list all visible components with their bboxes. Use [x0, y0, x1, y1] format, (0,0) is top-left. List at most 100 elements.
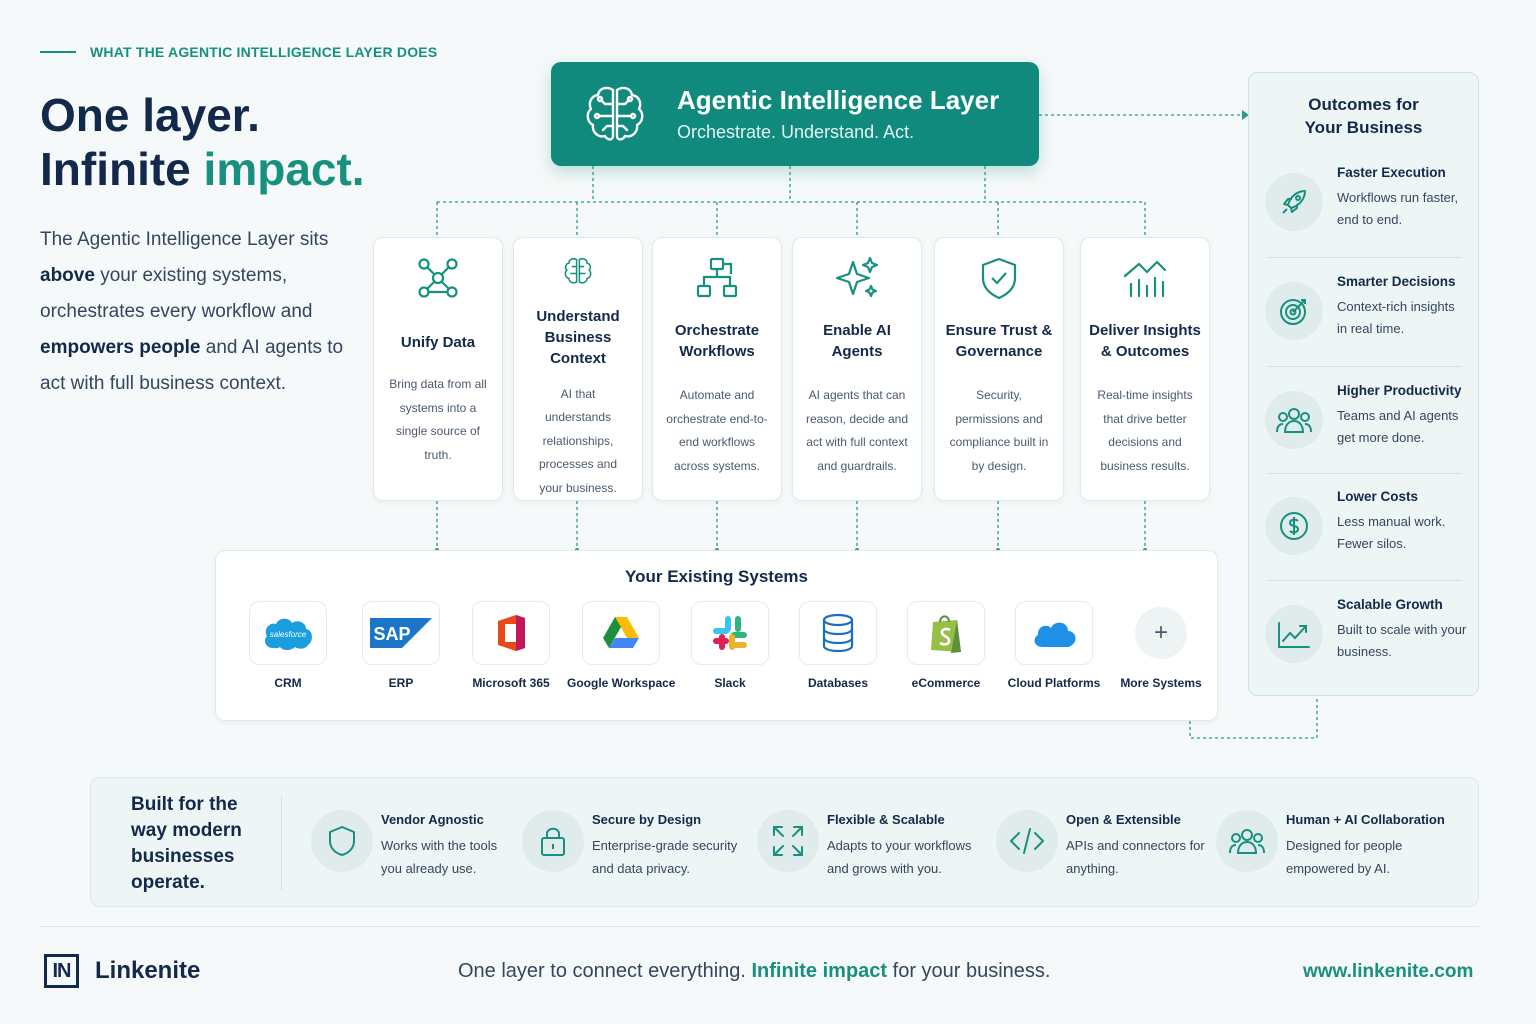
system-label: More Systems — [1120, 676, 1202, 690]
plus-icon: + — [1135, 607, 1187, 659]
capability-title: Ensure Trust & Governance — [945, 322, 1053, 360]
headline-line2: Infinite impact. — [40, 142, 365, 196]
existing-systems-panel: Your Existing Systems salesforce CRM SAP… — [215, 550, 1218, 721]
expand-icon — [773, 826, 803, 856]
feature-desc: Adapts to your workflows and grows with … — [827, 838, 972, 876]
svg-text:SAP: SAP — [373, 624, 410, 644]
feature-title: Flexible & Scalable — [827, 812, 945, 827]
band-separator — [281, 796, 282, 890]
headline-accent: impact. — [203, 143, 365, 195]
capability-card-ai-agents: Enable AI Agents AI agents that can reas… — [792, 237, 922, 501]
tagline-end: for your business. — [887, 960, 1051, 982]
system-more[interactable]: + More Systems — [1107, 601, 1215, 690]
system-label: Microsoft 365 — [472, 676, 550, 690]
capability-desc: AI agents that can reason, decide and ac… — [805, 388, 909, 473]
outcome-higher-productivity: Higher Productivity Teams and AI agents … — [1265, 383, 1465, 499]
hero-banner: Agentic Intelligence Layer Orchestrate. … — [551, 62, 1039, 166]
system-microsoft-365[interactable]: Microsoft 365 — [457, 601, 565, 690]
capability-desc: Automate and orchestrate end-to-end work… — [666, 388, 768, 473]
capability-title: Unify Data — [400, 334, 476, 351]
intro-bold-2: empowers people — [40, 337, 201, 358]
system-label: ERP — [388, 676, 414, 690]
network-nodes-icon — [418, 258, 458, 298]
headline-line2-text: Infinite — [40, 143, 204, 195]
outcome-desc: Context-rich insights in real time. — [1337, 299, 1455, 336]
outcome-title: Higher Productivity — [1337, 383, 1462, 398]
capability-title: Enable AI Agents — [823, 322, 891, 360]
brand-name: Linkenite — [95, 957, 201, 984]
crm-logo-tile: salesforce — [249, 601, 327, 665]
system-label: Google Workspace — [567, 676, 676, 690]
lock-icon — [541, 827, 565, 856]
capability-card-insights: Deliver Insights & Outcomes Real-time in… — [1080, 237, 1210, 501]
hero-subtitle: Orchestrate. Understand. Act. — [677, 122, 915, 142]
eyebrow-text: WHAT THE AGENTIC INTELLIGENCE LAYER DOES — [90, 44, 438, 60]
outcome-icon-wrap — [1265, 605, 1323, 663]
outcome-divider — [1267, 257, 1462, 258]
system-label: Databases — [807, 676, 869, 690]
capability-card-business-context: Understand Business Context AI that unde… — [513, 237, 643, 501]
website-link[interactable]: www.linkenite.com — [1303, 961, 1474, 982]
dollar-icon — [1280, 512, 1308, 540]
outcome-desc: Built to scale with your business. — [1337, 622, 1467, 659]
outcome-title: Scalable Growth — [1337, 597, 1443, 612]
capability-title: Deliver Insights & Outcomes — [1089, 322, 1201, 360]
sparkles-icon — [835, 256, 879, 298]
target-icon — [1280, 299, 1306, 325]
system-crm[interactable]: salesforce CRM — [234, 601, 342, 690]
feature-icon-wrap — [996, 810, 1058, 872]
brand[interactable]: IN Linkenite — [44, 954, 200, 988]
sap-logo-icon: SAP — [370, 618, 432, 648]
capability-desc: Bring data from all systems into a singl… — [389, 377, 487, 462]
system-google-workspace[interactable]: Google Workspace — [567, 601, 675, 690]
system-label: eCommerce — [911, 676, 981, 690]
intro-text-1: The Agentic Intelligence Layer sits — [40, 229, 329, 250]
hero-title: Agentic Intelligence Layer — [677, 85, 1000, 115]
feature-desc: APIs and connectors for anything. — [1066, 838, 1205, 876]
intro-text-3: and AI agents to act with full business … — [40, 337, 344, 394]
system-erp[interactable]: SAP ERP — [347, 601, 455, 690]
intro-paragraph: The Agentic Intelligence Layer sits abov… — [40, 222, 360, 402]
feature-title: Open & Extensible — [1066, 812, 1181, 827]
google-logo-tile — [582, 601, 660, 665]
shopify-bag-icon — [931, 615, 961, 653]
capability-desc: Security, permissions and compliance bui… — [949, 388, 1049, 473]
feature-icon-wrap — [311, 810, 373, 872]
outcome-title: Lower Costs — [1337, 489, 1419, 504]
linkenite-logo-icon: IN — [44, 954, 79, 988]
outcome-scalable-growth: Scalable Growth Built to scale with your… — [1265, 597, 1467, 713]
system-cloud-platforms[interactable]: Cloud Platforms — [1000, 601, 1108, 690]
feature-desc: Designed for people empowered by AI. — [1286, 838, 1403, 876]
system-label: Cloud Platforms — [1007, 676, 1101, 690]
capability-card-trust: Ensure Trust & Governance Security, perm… — [934, 237, 1064, 501]
system-label: Slack — [714, 676, 746, 690]
outcome-desc: Less manual work. Fewer silos. — [1337, 514, 1446, 551]
slack-logo-tile — [691, 601, 769, 665]
ecommerce-logo-tile — [907, 601, 985, 665]
outcome-divider — [1267, 473, 1462, 474]
eyebrow: WHAT THE AGENTIC INTELLIGENCE LAYER DOES — [40, 44, 437, 60]
outcome-smarter-decisions: Smarter Decisions Context-rich insights … — [1265, 274, 1465, 390]
band-title: Built for the way modern businesses oper… — [131, 794, 242, 893]
outcome-divider — [1267, 580, 1462, 581]
cloud-icon — [1034, 622, 1076, 647]
salesforce-cloud-icon: salesforce — [265, 618, 312, 650]
intro-bold-1: above — [40, 265, 95, 286]
system-databases[interactable]: Databases — [784, 601, 892, 690]
eyebrow-line — [40, 51, 76, 53]
chart-house-icon — [1123, 260, 1167, 298]
capability-title: Orchestrate Workflows — [674, 322, 760, 360]
outcomes-title: Outcomes for Your Business — [1304, 95, 1423, 137]
capability-card-unify-data: Unify Data Bring data from all systems i… — [373, 237, 503, 501]
outcome-icon-wrap — [1265, 173, 1323, 231]
outcome-desc: Teams and AI agents get more done. — [1337, 408, 1459, 445]
capability-desc: Real-time insights that drive better dec… — [1097, 388, 1193, 473]
capability-title: Understand Business Context — [536, 307, 620, 367]
brain-icon — [564, 257, 592, 284]
capability-desc: AI that understands relationships, proce… — [538, 386, 618, 495]
tagline-accent: Infinite impact — [751, 960, 888, 982]
tagline-start: One layer to connect everything. — [458, 960, 752, 982]
system-ecommerce[interactable]: eCommerce — [892, 601, 1000, 690]
footer-tagline: One layer to connect everything. Infinit… — [458, 960, 1051, 983]
system-slack[interactable]: Slack — [676, 601, 784, 690]
